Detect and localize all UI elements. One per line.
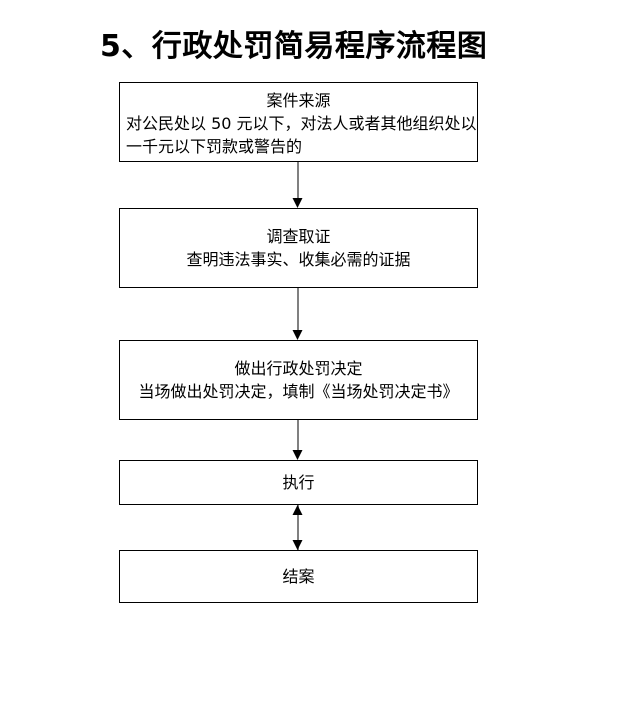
flow-node-execute-heading: 执行 bbox=[282, 473, 315, 492]
arrowhead-down-icon bbox=[292, 450, 303, 460]
flow-node-case-source: 案件来源 对公民处以 50 元以下，对法人或者其他组织处以 一千元以下罚款或警告… bbox=[119, 82, 478, 162]
flow-node-decision: 做出行政处罚决定 当场做出处罚决定，填制《当场处罚决定书》 bbox=[119, 340, 478, 420]
connector-stem bbox=[297, 420, 299, 451]
connector-stem bbox=[297, 162, 299, 199]
flow-node-decision-heading: 做出行政处罚决定 bbox=[234, 359, 363, 378]
flow-node-investigate: 调查取证 查明违法事实、收集必需的证据 bbox=[119, 208, 478, 288]
connector-stem bbox=[297, 288, 299, 331]
flow-node-closure: 结案 bbox=[119, 550, 478, 603]
flow-node-investigate-heading: 调查取证 bbox=[266, 227, 331, 246]
flow-node-case-source-body-line-1: 对公民处以 50 元以下，对法人或者其他组织处以 bbox=[126, 114, 477, 133]
connector-stem bbox=[297, 505, 299, 550]
page-title: 5、行政处罚简易程序流程图 bbox=[100, 29, 488, 64]
arrowhead-down-icon bbox=[292, 330, 303, 340]
arrowhead-down-icon bbox=[292, 198, 303, 208]
flow-node-investigate-body-line-1: 查明违法事实、收集必需的证据 bbox=[186, 250, 411, 269]
arrowhead-up-icon bbox=[292, 505, 303, 515]
arrowhead-down-icon bbox=[292, 540, 303, 550]
flow-node-closure-heading: 结案 bbox=[282, 567, 315, 586]
flow-node-execute: 执行 bbox=[119, 460, 478, 505]
flow-node-case-source-body-line-2: 一千元以下罚款或警告的 bbox=[126, 137, 303, 156]
flow-node-decision-body-line-1: 当场做出处罚决定，填制《当场处罚决定书》 bbox=[138, 382, 459, 401]
flow-node-case-source-heading: 案件来源 bbox=[266, 91, 331, 110]
